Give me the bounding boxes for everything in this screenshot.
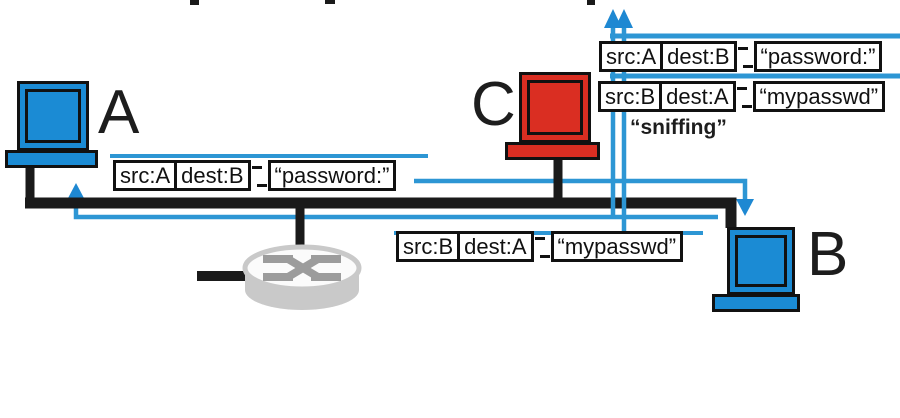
computer-c-screen — [527, 80, 583, 135]
label-computer-c: C — [471, 70, 516, 139]
packet-src-field: src:A — [599, 41, 664, 72]
packet-dest-field: dest:A — [659, 81, 736, 112]
computer-a-base — [5, 150, 98, 168]
packet-b-to-a-on-wire: src:B dest:A “mypasswd” — [396, 231, 684, 262]
sniffing-annotation: “sniffing” — [630, 116, 727, 139]
packet-payload-field: “password:” — [753, 41, 883, 72]
computer-c-base — [505, 142, 600, 160]
packet-payload-field: “mypasswd” — [550, 231, 684, 262]
crop-artifact — [190, 0, 199, 5]
packet-link-mark — [736, 84, 753, 110]
router-hub-icon — [242, 244, 362, 310]
packet-payload-field: “mypasswd” — [752, 81, 886, 112]
packet-link-mark — [737, 44, 754, 70]
packet-dest-field: dest:B — [174, 160, 251, 191]
computer-a-monitor — [17, 81, 89, 151]
packet-a-to-b-on-wire: src:A dest:B “password:” — [113, 160, 397, 191]
packet-src-field: src:A — [113, 160, 178, 191]
computer-b-screen — [735, 235, 787, 287]
packet-a-to-b-sniffed-copy: src:A dest:B “password:” — [599, 41, 883, 72]
packet-link-mark — [251, 163, 268, 189]
label-computer-a: A — [98, 78, 139, 147]
packet-b-to-a-sniffed-copy: src:B dest:A “mypasswd” — [598, 81, 886, 112]
arrowhead-up-into-a — [67, 183, 85, 200]
crop-artifact — [325, 0, 335, 4]
computer-b-monitor — [727, 227, 795, 295]
flow-arrow-a-to-b — [414, 178, 754, 216]
arrowhead-up-right — [615, 9, 633, 28]
packet-link-mark — [534, 234, 551, 260]
packet-dest-field: dest:A — [457, 231, 534, 262]
computer-b-base — [712, 294, 800, 312]
label-computer-b: B — [807, 220, 848, 289]
packet-src-field: src:B — [396, 231, 461, 262]
router-crossed-arrows — [263, 255, 341, 281]
computer-c-monitor — [519, 72, 591, 143]
packet-src-field: src:B — [598, 81, 663, 112]
packet-payload-field: “password:” — [267, 160, 397, 191]
arrowhead-down-into-b — [736, 199, 754, 216]
packet-dest-field: dest:B — [660, 41, 737, 72]
computer-a-screen — [25, 89, 81, 143]
crop-artifact — [587, 0, 595, 5]
